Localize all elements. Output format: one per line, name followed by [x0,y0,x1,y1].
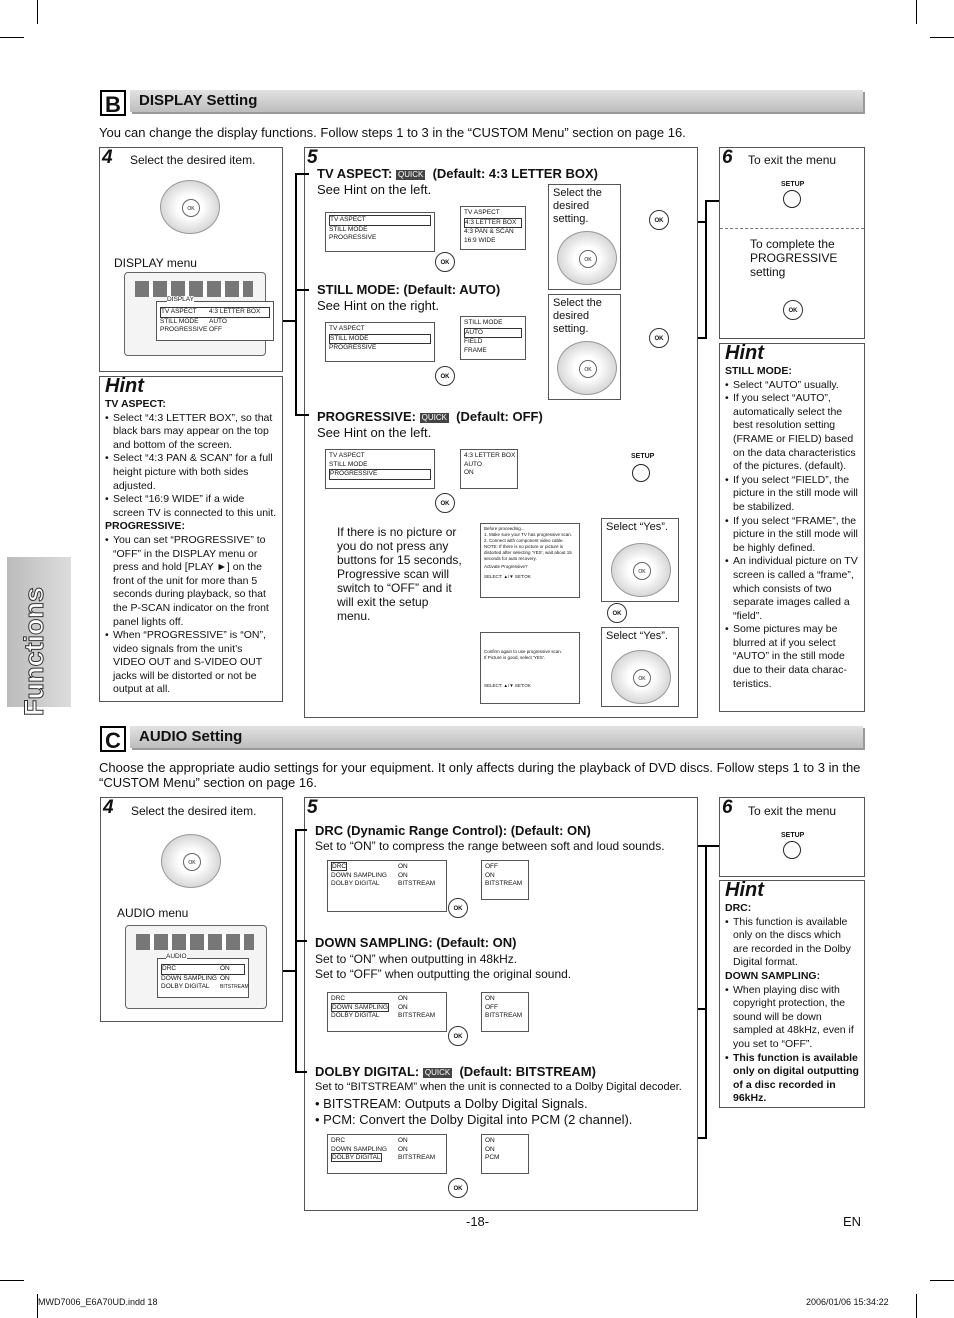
setup-button[interactable] [783,841,801,859]
ok-button[interactable]: OK [435,366,455,386]
ok-button[interactable]: OK [649,328,669,348]
progressive-screen: TV ASPECT STILL MODE PROGRESSIVE [325,449,435,489]
menu-label: DISPLAY menu [114,256,197,270]
page-number: -18- [466,1214,490,1229]
ok-button[interactable]: OK [448,1178,468,1198]
functions-sidebar-tab: Functions [7,557,71,717]
section-b-title: DISPLAY Setting [139,92,258,109]
footer-timestamp: 2006/01/06 15:34:22 [806,1297,889,1307]
select-desired-box: Select the desired setting. OK [548,184,621,290]
ok-button[interactable]: OK [607,603,627,623]
section-c-letter: C [100,726,126,753]
hint-tv-aspect-list: Select “4:3 LETTER BOX”, so that black b… [105,412,277,521]
select-yes-box: Select “Yes”. OK [601,518,679,602]
menu-icons-row [135,281,253,297]
ok-button[interactable]: OK [435,493,455,513]
progressive-heading: PROGRESSIVE: QUICK (Default: OFF) [317,409,543,424]
step-c5-box: 5 DRC (Dynamic Range Control): (Default:… [304,797,698,1211]
tv-aspect-options: TV ASPECT 4:3 LETTER BOX 4:3 PAN & SCAN … [460,206,526,250]
step-c4-box: 4 Select the desired item. OK AUDIO menu… [100,797,283,1022]
step-b4-box: 4 Select the desired item. OK DISPLAY me… [99,147,283,372]
setup-button[interactable] [783,190,801,208]
hint-still-mode-list: Select “AUTO” usually.If you select “AUT… [725,379,859,692]
step-b5-box: 5 TV ASPECT: QUICK (Default: 4:3 LETTER … [304,147,698,718]
ok-button[interactable]: OK [435,252,455,272]
tv-aspect-heading: TV ASPECT: QUICK (Default: 4:3 LETTER BO… [317,166,598,181]
remote-dpad-icon: OK [611,650,671,704]
dolby-bullet-2: • PCM: Convert the Dolby Digital into PC… [315,1112,633,1127]
step-number: 4 [102,147,113,168]
remote-dpad-icon: OK [161,834,221,888]
ok-button[interactable]: OK [448,898,468,918]
remote-dpad-icon: OK [160,180,220,234]
section-b-header [130,90,863,112]
remote-dpad-icon: OK [557,231,617,285]
still-mode-options: STILL MODE AUTO FIELD FRAME [460,316,526,360]
section-c-intro: Choose the appropriate audio settings fo… [99,760,861,790]
hint-progressive-list: You can set “PROGRESSIVE” to “OFF” in th… [105,534,277,697]
hint-c-box: Hint DRC: This function is available onl… [719,879,865,1108]
remote-dpad-icon: OK [557,341,617,395]
language-code: EN [843,1214,862,1229]
section-b-intro: You can change the display functions. Fo… [99,125,686,140]
progressive-dialog-1: Before proceeding...1. Make sure your TV… [480,523,580,598]
ok-button[interactable]: OK [783,300,803,320]
ok-button[interactable]: OK [649,210,669,230]
setup-button[interactable] [632,464,650,482]
tv-aspect-screen: TV ASPECT STILL MODE PROGRESSIVE [325,212,435,252]
step-number: 6 [722,147,733,168]
ok-button[interactable]: OK [448,1026,468,1046]
step-number: 5 [307,147,318,168]
remote-dpad-icon: OK [611,543,671,597]
select-desired-box: Select the desired setting. OK [548,294,621,400]
hint-b-right-box: Hint STILL MODE: Select “AUTO” usually.I… [719,342,865,712]
no-picture-note: If there is no picture or you do not pre… [337,525,462,623]
sidebar-label: Functions [19,587,50,717]
step-text: Select the desired item. [130,153,256,167]
dolby-bullet-1: • BITSTREAM: Outputs a Dolby Digital Sig… [315,1096,588,1111]
progressive-dialog-2: Confirm again to use progressive scan.If… [480,632,580,704]
hint-b-left-box: Hint TV ASPECT: Select “4:3 LETTER BOX”,… [99,375,283,702]
step-b6-box: 6 To exit the menu SETUP To complete the… [719,147,865,339]
section-c-title: AUDIO Setting [139,728,243,745]
select-yes-box: Select “Yes”. OK [601,627,679,707]
dolby-heading: DOLBY DIGITAL: QUICK (Default: BITSTREAM… [315,1064,596,1079]
step-c6-box: 6 To exit the menu SETUP [719,797,865,877]
section-c-header [130,726,863,748]
progressive-options: 4:3 LETTER BOX AUTO ON [460,449,518,489]
hint-title: Hint [105,375,144,397]
section-b-letter: B [100,90,126,117]
still-mode-screen: TV ASPECT STILL MODE PROGRESSIVE [325,322,435,362]
footer-filename: MWD7006_E6A70UD.indd 18 [38,1297,158,1307]
